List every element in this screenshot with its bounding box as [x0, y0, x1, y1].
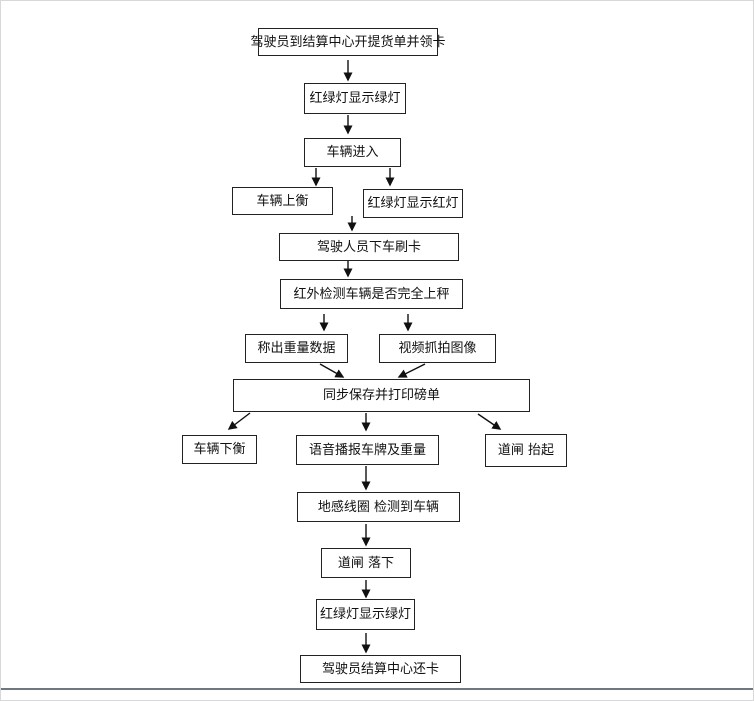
node-green-light-2: 红绿灯显示绿灯 [316, 599, 415, 630]
node-red-light: 红绿灯显示红灯 [363, 189, 463, 218]
node-barrier-raise: 道闸 抬起 [485, 434, 567, 467]
node-vehicle-on-scale: 车辆上衡 [232, 187, 333, 215]
node-loop-detect: 地感线圈 检测到车辆 [297, 492, 460, 522]
node-barrier-lower: 道闸 落下 [321, 548, 411, 578]
node-driver-swipe-card: 驾驶人员下车刷卡 [279, 233, 459, 261]
node-weigh-data: 称出重量数据 [245, 334, 348, 363]
arrow-n10-n13 [477, 413, 502, 430]
node-green-light-1: 红绿灯显示绿灯 [304, 83, 406, 114]
arrow-n8-n10 [319, 363, 345, 378]
bottom-divider [0, 688, 754, 690]
node-return-card: 驾驶员结算中心还卡 [300, 655, 461, 683]
node-vehicle-off-scale: 车辆下衡 [182, 435, 257, 464]
node-infrared-check: 红外检测车辆是否完全上秤 [280, 279, 463, 309]
node-voice-broadcast: 语音播报车牌及重量 [296, 435, 439, 465]
arrow-n9-n10 [397, 363, 426, 378]
node-receive-card: 驾驶员到结算中心开提货单并领卡 [251, 28, 446, 56]
node-video-capture: 视频抓拍图像 [379, 334, 496, 363]
node-vehicle-enter: 车辆进入 [304, 138, 401, 167]
arrow-n10-n11 [227, 412, 251, 430]
node-save-print-ticket: 同步保存并打印磅单 [233, 379, 530, 412]
